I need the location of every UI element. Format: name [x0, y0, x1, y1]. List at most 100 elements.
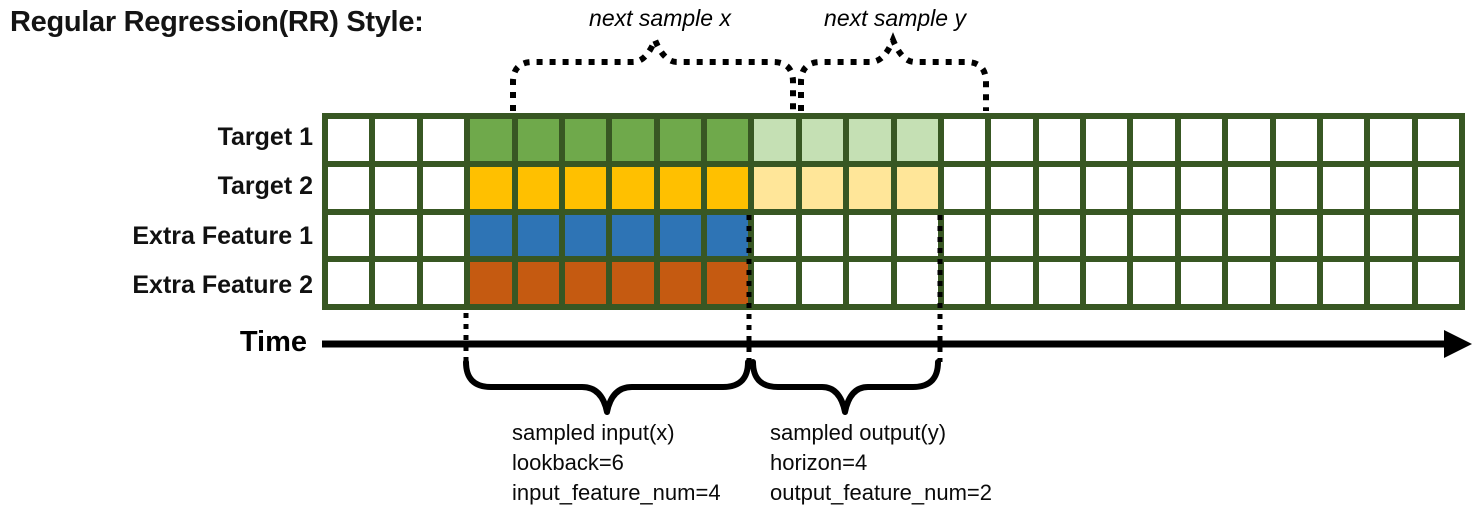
grid-cell: [849, 119, 891, 161]
grid-cell: [564, 262, 607, 304]
grid-cell: [754, 262, 796, 304]
grid-cell: [1180, 166, 1223, 209]
grid-cell: [849, 166, 891, 209]
grid-cell: [707, 119, 749, 161]
grid-cell: [943, 262, 986, 304]
next-sample-y-label: next sample y: [824, 5, 966, 31]
grid-cell: [328, 262, 370, 304]
diagram-title: Regular Regression(RR) Style:: [10, 6, 424, 38]
grid-cell: [422, 119, 465, 161]
grid-cell: [1180, 119, 1223, 161]
grid-cell: [375, 214, 417, 257]
grid-cell: [1322, 214, 1365, 257]
grid-cell: [659, 262, 701, 304]
grid-cell: [517, 262, 559, 304]
grid-cell: [375, 262, 417, 304]
row-label: Target 1: [217, 123, 313, 152]
grid-cell: [849, 214, 891, 257]
grid-cell: [1180, 214, 1223, 257]
grid-cell: [517, 119, 559, 161]
grid-cell: [517, 214, 559, 257]
grid-cell: [612, 119, 654, 161]
grid-cell: [943, 119, 986, 161]
grid-cell: [422, 214, 465, 257]
grid-cell: [564, 166, 607, 209]
grid-cell: [1038, 119, 1080, 161]
grid-cell: [896, 214, 938, 257]
grid-cell: [1370, 262, 1412, 304]
grid-cell: [1038, 262, 1080, 304]
grid-cell: [801, 262, 844, 304]
grid-cell: [801, 214, 844, 257]
sampled-output-note: sampled output(y) horizon=4 output_featu…: [770, 418, 992, 508]
grid-cell: [470, 119, 512, 161]
grid-cell: [707, 166, 749, 209]
sampled-input-title: sampled input(x): [512, 420, 675, 445]
grid-cell: [1086, 119, 1128, 161]
next-sample-y-brace: [798, 32, 989, 111]
grid-cell: [470, 262, 512, 304]
grid-cell: [1417, 262, 1459, 304]
horizon-value: horizon=4: [770, 450, 868, 475]
grid-cell: [1086, 262, 1128, 304]
grid-cell: [1038, 166, 1080, 209]
grid-cell: [1275, 119, 1317, 161]
grid-cell: [659, 119, 701, 161]
grid-cell: [1370, 119, 1412, 161]
grid-cell: [564, 214, 607, 257]
grid-cell: [896, 166, 938, 209]
grid-cell: [470, 166, 512, 209]
grid-cell: [564, 119, 607, 161]
grid-cell: [1086, 214, 1128, 257]
grid-cell: [991, 119, 1033, 161]
grid-cell: [707, 262, 749, 304]
grid-cell: [1086, 166, 1128, 209]
grid-cell: [1180, 262, 1223, 304]
sampled-output-brace: [750, 359, 941, 415]
grid-cell: [896, 262, 938, 304]
grid-cell: [470, 214, 512, 257]
grid-cell: [612, 166, 654, 209]
lookback-value: lookback=6: [512, 450, 624, 475]
grid-cell: [1417, 166, 1459, 209]
grid-cell: [1133, 262, 1175, 304]
grid-cell: [1133, 214, 1175, 257]
grid-cell: [1370, 166, 1412, 209]
grid-cell: [991, 214, 1033, 257]
grid-cell: [754, 166, 796, 209]
grid-cell: [1370, 214, 1412, 257]
grid-cell: [1038, 214, 1080, 257]
row-label: Extra Feature 2: [132, 270, 313, 299]
grid-cell: [801, 166, 844, 209]
next-sample-x-brace: [510, 32, 796, 111]
grid-cell: [991, 262, 1033, 304]
sampled-output-title: sampled output(y): [770, 420, 947, 445]
grid-cell: [1322, 262, 1365, 304]
grid-cell: [991, 166, 1033, 209]
next-sample-x-label: next sample x: [589, 5, 731, 31]
output-feature-num-value: output_feature_num=2: [770, 480, 993, 505]
grid-cell: [1228, 119, 1270, 161]
grid-cell: [375, 119, 417, 161]
grid-cell: [1275, 214, 1317, 257]
sample-grid: [322, 113, 1465, 310]
grid-cell: [707, 214, 749, 257]
grid-cell: [1228, 214, 1270, 257]
grid-cell: [1228, 262, 1270, 304]
grid-cell: [422, 262, 465, 304]
time-axis-label: Time: [239, 326, 307, 358]
grid-cell: [849, 262, 891, 304]
grid-cell: [328, 119, 370, 161]
grid-cell: [896, 119, 938, 161]
grid-cell: [1322, 166, 1365, 209]
grid-cell: [659, 166, 701, 209]
grid-cell: [659, 214, 701, 257]
sampled-input-note: sampled input(x) lookback=6 input_featur…: [512, 418, 721, 508]
row-label: Extra Feature 1: [132, 221, 313, 250]
grid-cell: [328, 214, 370, 257]
time-arrowhead: [1444, 330, 1472, 358]
grid-cell: [375, 166, 417, 209]
grid-cell: [801, 119, 844, 161]
